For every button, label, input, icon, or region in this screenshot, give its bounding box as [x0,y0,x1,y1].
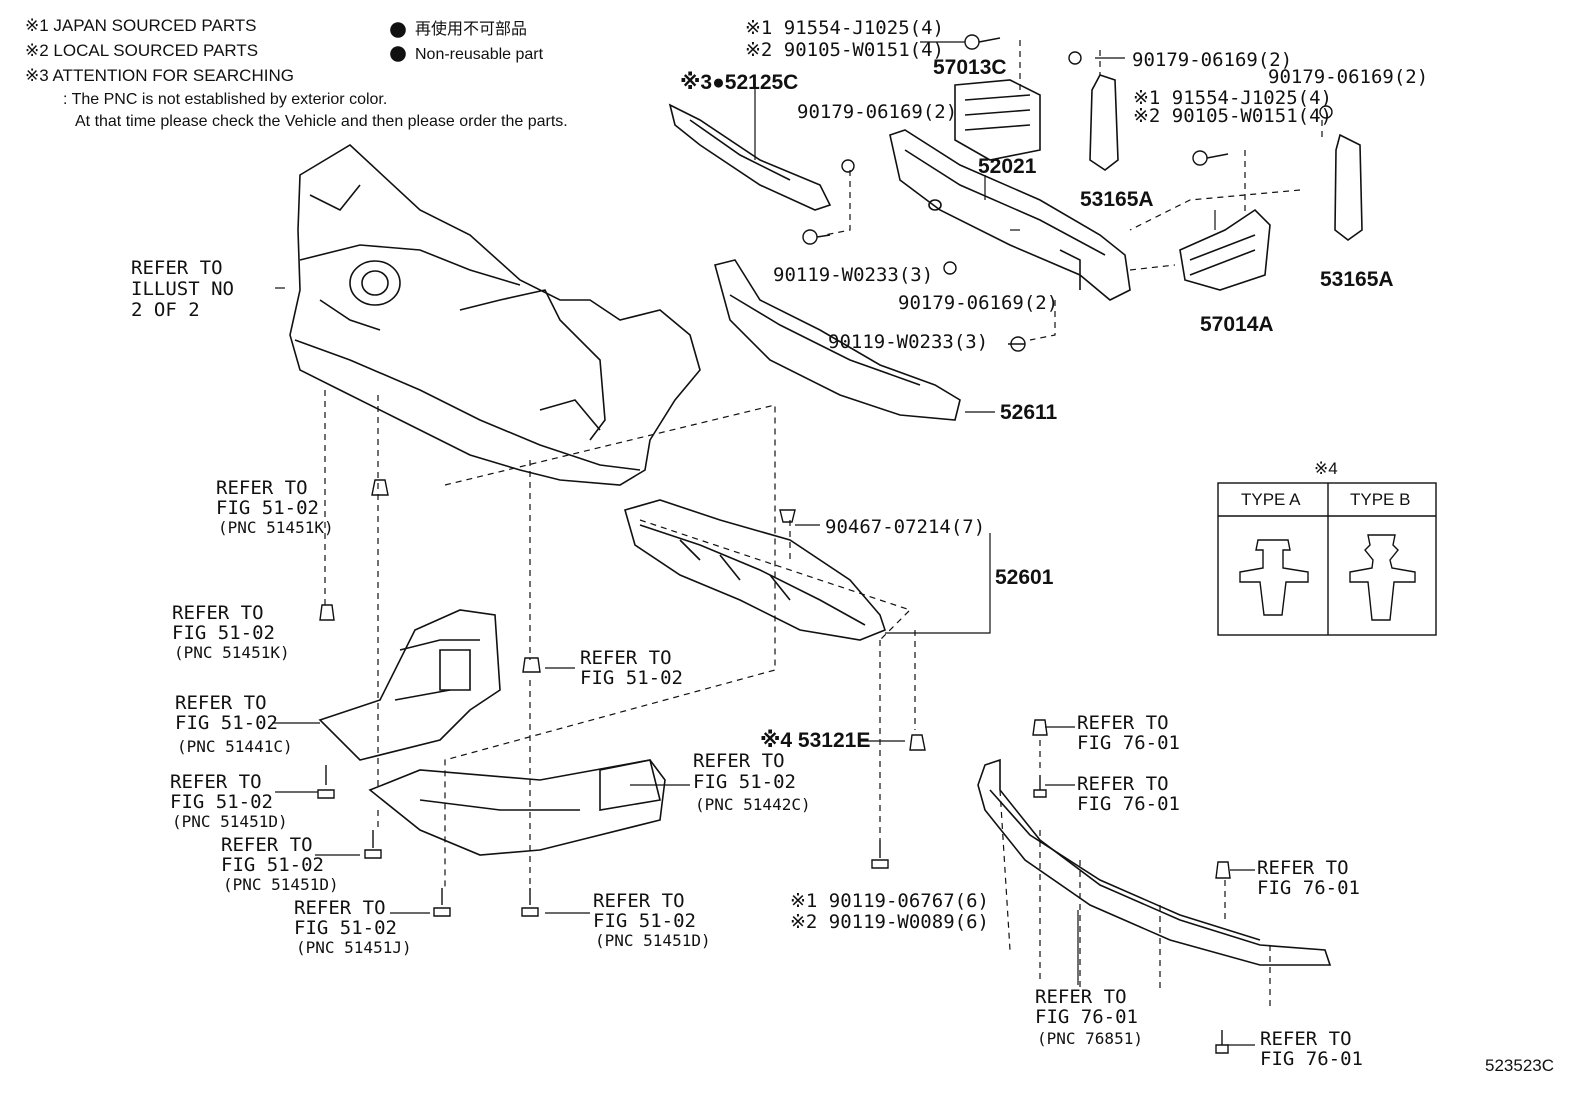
part-90179-06169-a[interactable]: 90179-06169(2) [1132,49,1293,71]
refer-9-line1: REFER TO [593,890,685,912]
under-cover-52601-drawing [624,499,886,641]
part-90179-06169-d[interactable]: 90179-06169(2) [898,292,1059,314]
refer-11-line1: REFER TO [1077,773,1169,795]
refer-14-line2: FIG 76-01 [1260,1048,1363,1070]
refer-10-line2: FIG 76-01 [1077,732,1180,754]
refer-6-line1: REFER TO [221,834,313,856]
refer-6-line3: (PNC 51451D) [223,875,339,894]
figure-id: 523523C [1485,1056,1555,1075]
refer-5-line3: (PNC 51451D) [172,812,288,831]
bumper-cover-drawing [289,144,701,486]
refer-illust-line1: REFER TO [131,257,223,279]
engine-under-cover-left-drawing [318,609,501,761]
refer-3-line2: FIG 51-02 [580,667,683,689]
part-53165a-lower[interactable]: 53165A [1320,268,1394,291]
absorber-drawing [714,259,961,421]
type-b-label: TYPE B [1350,490,1411,509]
refer-11-line2: FIG 76-01 [1077,793,1180,815]
refer-5-line2: FIG 51-02 [170,791,273,813]
part-90119-06767[interactable]: ※1 90119-06767(6) [790,890,989,912]
refer-8-line1: REFER TO [693,750,785,772]
lower-spoiler-drawing [977,758,1332,966]
legend-note-2: ※2 LOCAL SOURCED PARTS [25,41,259,60]
bracket-57013c-drawing [954,79,1041,161]
refer-12-line1: REFER TO [1257,857,1349,879]
part-52611[interactable]: 52611 [1000,401,1058,424]
refer-8-line3: (PNC 51442C) [695,795,811,814]
refer-12-line2: FIG 76-01 [1257,877,1360,899]
refer-2-line1: REFER TO [172,602,264,624]
dashed-guides [324,40,1323,1010]
refer-10-line1: REFER TO [1077,712,1169,734]
refer-illust-line2: ILLUST NO [131,278,234,300]
part-52021[interactable]: 52021 [978,155,1037,178]
refer-7-line1: REFER TO [294,897,386,919]
refer-1-line2: FIG 51-02 [216,497,319,519]
fastener-icons [317,34,1333,1054]
part-90467-07214[interactable]: 90467-07214(7) [825,516,986,538]
bracket-53165a-drawing [1089,74,1363,241]
part-57014a[interactable]: 57014A [1200,313,1274,336]
legend-note-3: ※3 ATTENTION FOR SEARCHING [25,66,294,85]
refer-6-line2: FIG 51-02 [221,854,324,876]
refer-5-line1: REFER TO [170,771,262,793]
part-91554-j1025-right[interactable]: ※1 91554-J1025(4) [1133,87,1332,109]
refer-1-line1: REFER TO [216,477,308,499]
part-90119-w0089[interactable]: ※2 90119-W0089(6) [790,911,989,933]
refer-13-line3: (PNC 76851) [1037,1029,1143,1048]
refer-13-line1: REFER TO [1035,986,1127,1008]
legend-note-1: ※1 JAPAN SOURCED PARTS [25,16,257,35]
legend-note-3-line2: At that time please check the Vehicle an… [75,113,568,130]
nonreusable-bullet-1 [390,22,406,38]
refer-14-line1: REFER TO [1260,1028,1352,1050]
refer-9-line3: (PNC 51451D) [595,931,711,950]
part-53165a-upper[interactable]: 53165A [1080,188,1154,211]
type-table-header: ※4 [1314,459,1338,478]
part-90105-w0151-right[interactable]: ※2 90105-W0151(4) [1133,105,1332,127]
refer-4-line3: (PNC 51441C) [177,737,293,756]
type-table [1217,482,1437,636]
refer-illust-line3: 2 OF 2 [131,299,200,321]
part-91554-j1025-top[interactable]: ※1 91554-J1025(4) [745,17,944,39]
part-53121e[interactable]: ※4 53121E [760,729,871,752]
part-52601[interactable]: 52601 [995,566,1054,589]
refer-7-line2: FIG 51-02 [294,917,397,939]
part-90119-w0233-a[interactable]: 90119-W0233(3) [773,264,934,286]
nonreusable-label-jp: 再使用不可部品 [415,21,528,38]
part-52125c[interactable]: ※3●52125C [680,71,799,94]
refer-9-line2: FIG 51-02 [593,910,696,932]
refer-7-line3: (PNC 51451J) [296,938,412,957]
refer-1-line3: (PNC 51451K) [218,518,334,537]
refer-8-line2: FIG 51-02 [693,771,796,793]
part-90105-w0151-top[interactable]: ※2 90105-W0151(4) [745,39,944,61]
nonreusable-label-en: Non-reusable part [415,46,544,63]
part-90179-06169-c[interactable]: 90179-06169(2) [797,101,958,123]
part-90119-w0233-b[interactable]: 90119-W0233(3) [828,331,989,353]
nonreusable-bullet-2 [390,46,406,62]
type-a-label: TYPE A [1241,490,1301,509]
engine-under-cover-right-drawing [368,759,666,856]
bracket-57014a-drawing [1179,208,1271,291]
legend-note-3-line1: : The PNC is not established by exterior… [63,91,388,108]
retainer-drawing [668,103,832,211]
refer-2-line3: (PNC 51451K) [174,643,290,662]
part-90179-06169-b[interactable]: 90179-06169(2) [1268,66,1429,88]
refer-13-line2: FIG 76-01 [1035,1006,1138,1028]
reinforcement-drawing [889,129,1131,301]
refer-4-line2: FIG 51-02 [175,712,278,734]
refer-2-line2: FIG 51-02 [172,622,275,644]
leader-lines [272,41,1255,1046]
part-57013c[interactable]: 57013C [933,56,1007,79]
refer-4-line1: REFER TO [175,692,267,714]
refer-3-line1: REFER TO [580,647,672,669]
